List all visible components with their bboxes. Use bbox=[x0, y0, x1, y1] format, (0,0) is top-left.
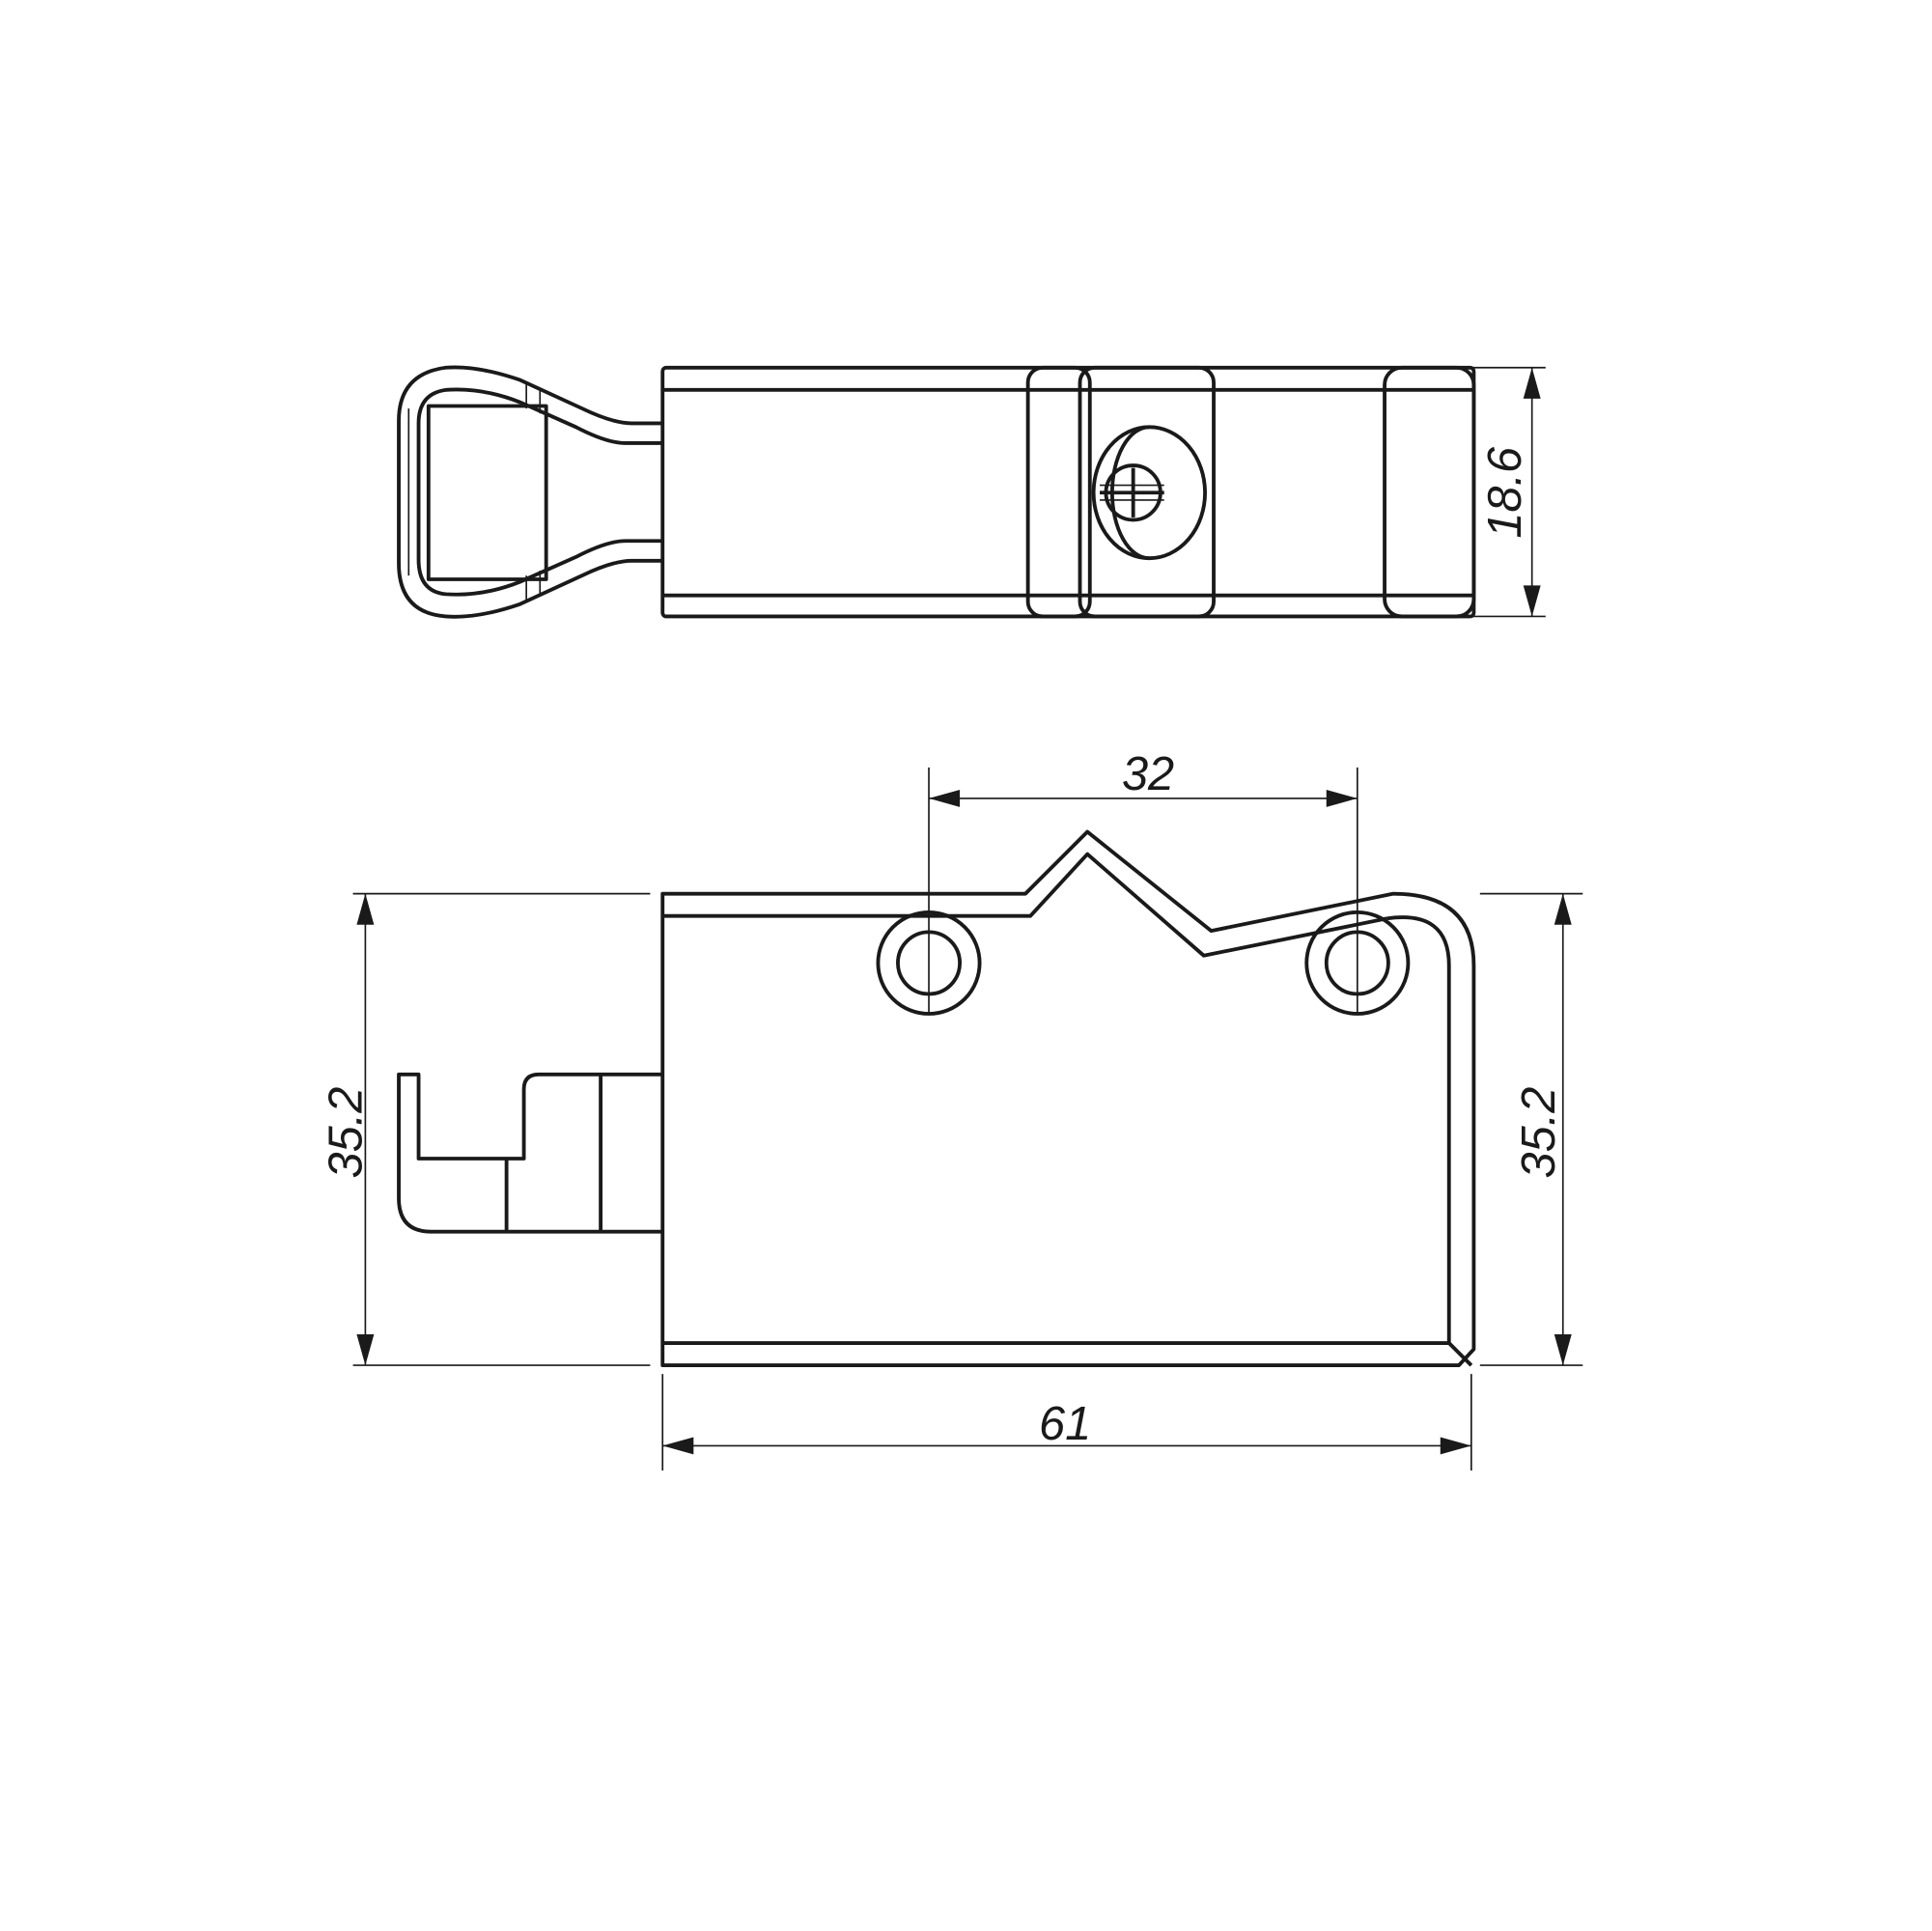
dimension-label-height-left: 35.2 bbox=[321, 1087, 373, 1179]
dimension-label-width: 61 bbox=[1039, 1398, 1091, 1450]
dimension-label-height-top: 18.6 bbox=[1479, 446, 1531, 539]
hook bbox=[397, 1072, 663, 1234]
top-view: 18.6 bbox=[397, 365, 1546, 619]
front-inner-edge bbox=[662, 852, 1387, 958]
dimension-label-hole-spacing: 32 bbox=[1122, 748, 1174, 800]
front-body-outline bbox=[660, 829, 1476, 1368]
top-body-outline bbox=[660, 365, 1476, 619]
dimension-18-6: 18.6 bbox=[1455, 366, 1546, 618]
dimension-61: 61 bbox=[661, 1374, 1472, 1471]
end-band bbox=[1383, 365, 1476, 619]
dimension-label-height-right: 35.2 bbox=[1513, 1087, 1565, 1179]
dimension-35-2-right: 35.2 bbox=[1479, 892, 1583, 1366]
loop-handle bbox=[397, 365, 663, 619]
front-view: 32 35.2 35.2 61 bbox=[321, 748, 1583, 1471]
band-2 bbox=[1078, 365, 1216, 619]
dimension-35-2-left: 35.2 bbox=[321, 892, 651, 1366]
dimension-32: 32 bbox=[929, 748, 1358, 807]
band-1 bbox=[1025, 365, 1092, 619]
screw-icon bbox=[1091, 425, 1207, 561]
